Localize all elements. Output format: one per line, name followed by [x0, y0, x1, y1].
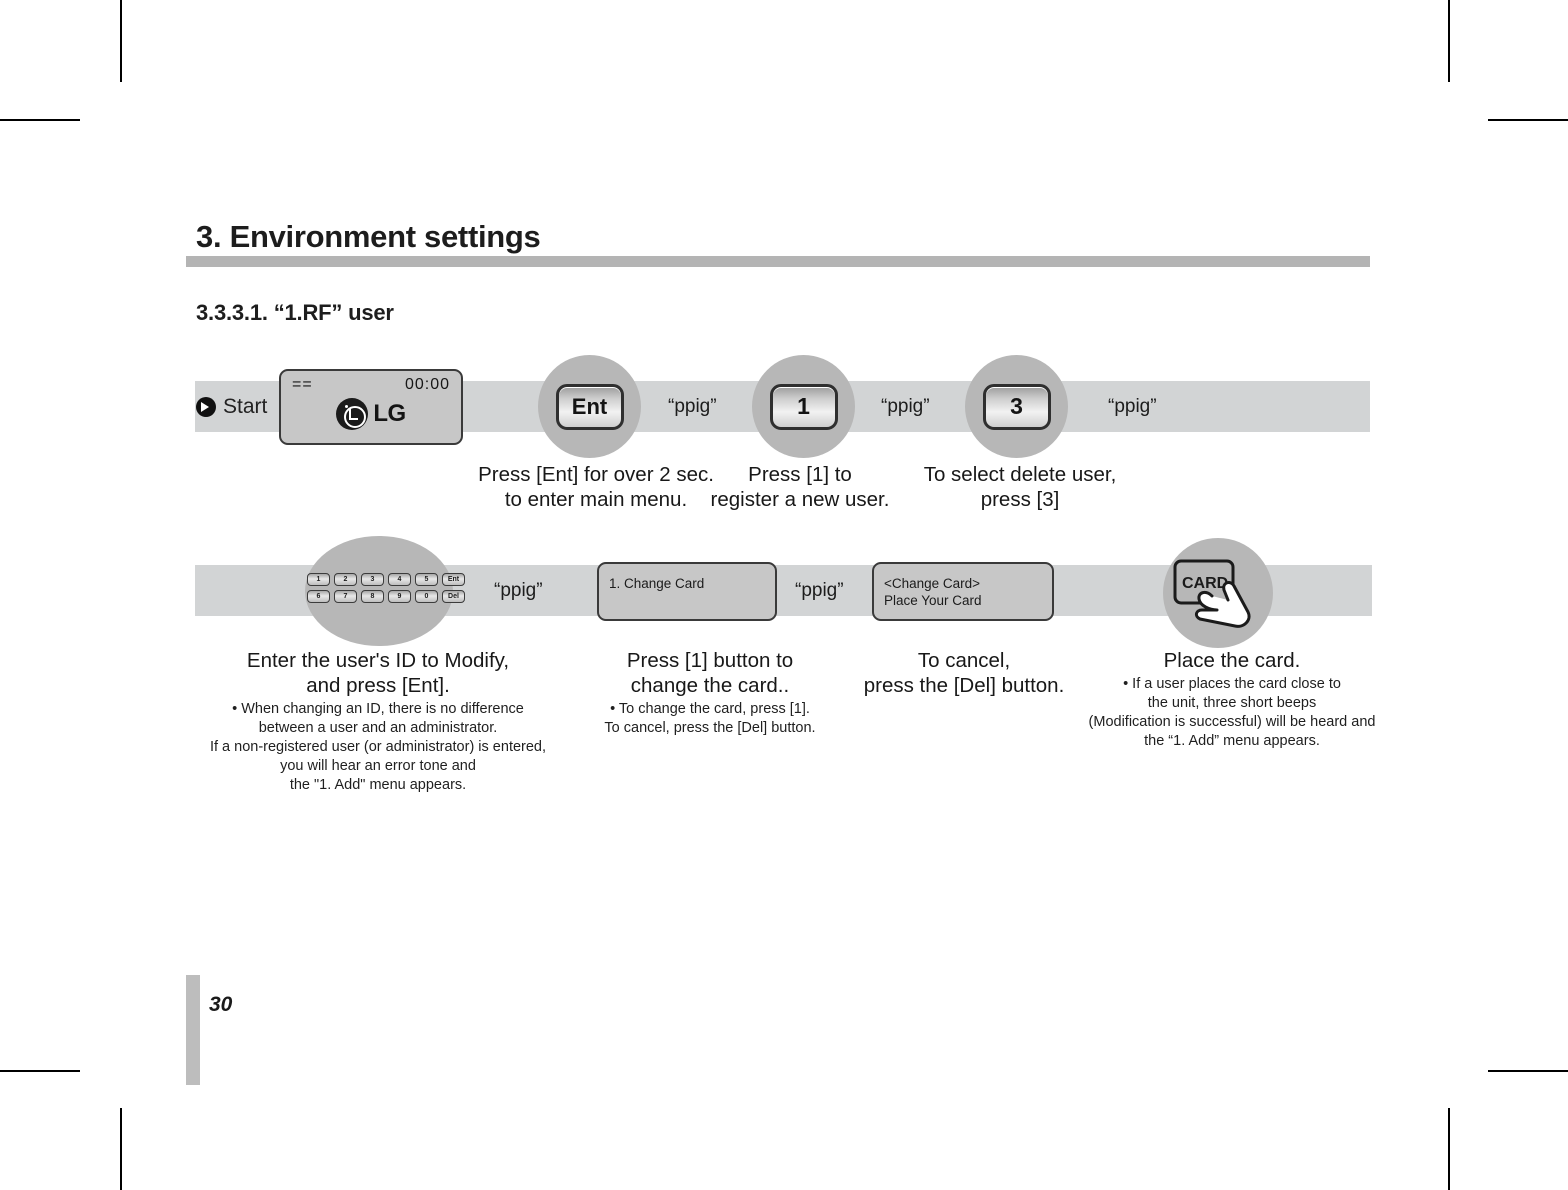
keypad-key-6[interactable]: 6: [307, 590, 330, 603]
caption-change-card: Press [1] button to change the card.. • …: [560, 648, 860, 738]
start-label: Start: [223, 395, 268, 418]
caption-text: Press [1] button to change the card..: [626, 649, 794, 697]
caption-note: • To change the card, press [1]. To canc…: [604, 701, 816, 736]
step-place-card: CARD: [1163, 538, 1273, 648]
footer-accent-bar: [186, 975, 200, 1085]
keypad-key-9[interactable]: 9: [388, 590, 411, 603]
title-underline-rule: [186, 256, 1370, 267]
crop-mark-bottom-right-horizontal: [1488, 1070, 1568, 1072]
sound-label-ppig-1: “ppig”: [668, 396, 717, 417]
key-label: Ent: [571, 393, 608, 419]
keypad-row-bottom: 6 7 8 9 0 Del: [307, 590, 465, 603]
step-key-3[interactable]: 3: [965, 355, 1068, 458]
lcd-line-1: 1. Change Card: [609, 576, 705, 591]
lcd-clock: 00:00: [404, 376, 450, 393]
caption-text: To cancel, press the [Del] button.: [863, 649, 1065, 697]
page-number: 30: [209, 993, 233, 1016]
caption-press-ent: Press [Ent] for over 2 sec. to enter mai…: [438, 462, 754, 512]
caption-text: Enter the user's ID to Modify, and press…: [246, 649, 510, 697]
key-button-3[interactable]: 3: [982, 383, 1051, 430]
numeric-keypad[interactable]: 1 2 3 4 5 Ent 6 7 8 9 0 Del: [307, 573, 465, 603]
sound-label-ppig-4: “ppig”: [494, 580, 543, 601]
sound-label-ppig-5: “ppig”: [795, 580, 844, 601]
keypad-key-del[interactable]: Del: [442, 590, 465, 603]
step-key-ent[interactable]: Ent: [538, 355, 641, 458]
hand-holding-card-icon: CARD: [1173, 559, 1251, 628]
caption-text: Place the card.: [1163, 649, 1301, 672]
lg-logo-icon: [336, 398, 369, 430]
key-label: 1: [797, 393, 810, 419]
svg-text:CARD: CARD: [1182, 575, 1228, 592]
keypad-key-8[interactable]: 8: [361, 590, 384, 603]
caption-note: • If a user places the card close to the…: [1088, 676, 1376, 749]
keypad-key-ent[interactable]: Ent: [442, 573, 465, 586]
crop-mark-top-left-vertical: [120, 0, 122, 82]
keypad-key-1[interactable]: 1: [307, 573, 330, 586]
crop-mark-top-left-horizontal: [0, 119, 80, 121]
page-title: 3. Environment settings: [196, 219, 541, 254]
caption-text: Press [Ent] for over 2 sec. to enter mai…: [478, 463, 714, 511]
lcd-brand-logo: LG: [281, 398, 461, 430]
caption-text: To select delete user, press [3]: [923, 463, 1117, 511]
caption-enter-user-id: Enter the user's ID to Modify, and press…: [178, 648, 578, 795]
lg-wordmark: LG: [373, 400, 406, 427]
caption-place-card: Place the card. • If a user places the c…: [1072, 648, 1392, 751]
lcd-screen-change-card: 1. Change Card: [597, 562, 777, 621]
crop-mark-top-right-vertical: [1448, 0, 1450, 82]
lcd-screen-idle: == 00:00 LG: [279, 369, 463, 445]
caption-note: • When changing an ID, there is no diffe…: [209, 701, 547, 793]
keypad-key-4[interactable]: 4: [388, 573, 411, 586]
key-button-1[interactable]: 1: [769, 383, 838, 430]
step-key-1[interactable]: 1: [752, 355, 855, 458]
keypad-row-top: 1 2 3 4 5 Ent: [307, 573, 465, 586]
keypad-key-2[interactable]: 2: [334, 573, 357, 586]
start-marker: Start: [196, 391, 267, 423]
lcd-status-row: == 00:00: [292, 376, 450, 394]
lcd-line-1: <Change Card>: [884, 576, 981, 591]
caption-cancel: To cancel, press the [Del] button.: [828, 648, 1100, 698]
section-heading: 3.3.3.1. “1.RF” user: [196, 300, 394, 325]
crop-mark-top-right-horizontal: [1488, 119, 1568, 121]
lcd-left-indicator: ==: [292, 376, 313, 393]
caption-text: Press [1] to register a new user.: [710, 463, 890, 511]
sound-label-ppig-3: “ppig”: [1108, 396, 1157, 417]
crop-mark-bottom-left-vertical: [120, 1108, 122, 1190]
keypad-key-3[interactable]: 3: [361, 573, 384, 586]
caption-press-1: Press [1] to register a new user.: [660, 462, 940, 512]
key-label: 3: [1010, 393, 1023, 419]
keypad-key-0[interactable]: 0: [415, 590, 438, 603]
arrow-right-icon: [196, 397, 216, 417]
lcd-lines: <Change Card> Place Your Card: [884, 575, 1044, 609]
sound-label-ppig-2: “ppig”: [881, 396, 930, 417]
crop-mark-bottom-left-horizontal: [0, 1070, 80, 1072]
crop-mark-bottom-right-vertical: [1448, 1108, 1450, 1190]
lcd-line-2: Place Your Card: [884, 593, 982, 608]
key-button-ent[interactable]: Ent: [555, 383, 624, 430]
lcd-screen-place-card: <Change Card> Place Your Card: [872, 562, 1054, 621]
caption-press-3: To select delete user, press [3]: [880, 462, 1160, 512]
keypad-key-5[interactable]: 5: [415, 573, 438, 586]
keypad-key-7[interactable]: 7: [334, 590, 357, 603]
